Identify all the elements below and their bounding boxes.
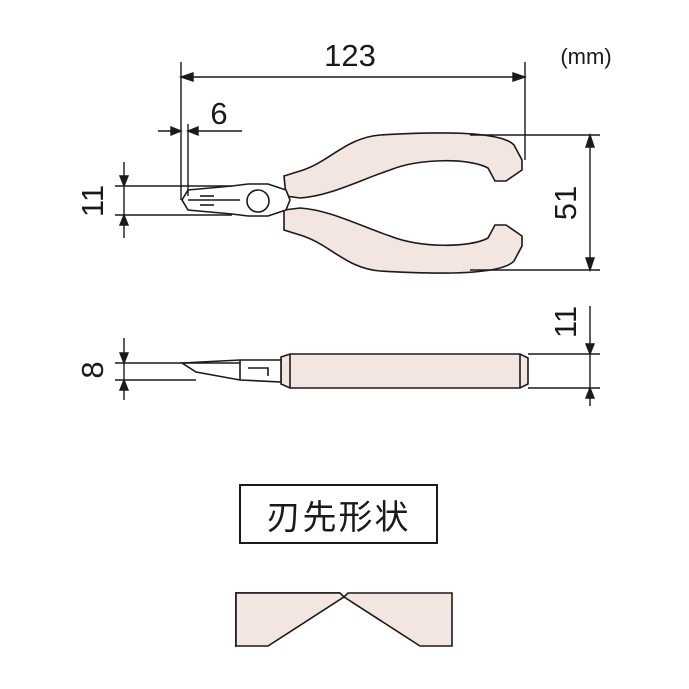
pivot-screw — [246, 189, 270, 213]
dim-total-length: 123 — [324, 38, 376, 73]
upper-handle-grip — [283, 132, 523, 199]
lower-handle-grip — [283, 207, 523, 274]
unit-label: (mm) — [560, 44, 611, 69]
dimension-lines-top — [115, 62, 600, 273]
dimension-lines-side — [115, 306, 600, 406]
dim-head-height: 11 — [75, 185, 110, 217]
dim-side-handle-thickness: 11 — [548, 306, 583, 338]
dim-handle-span: 51 — [548, 186, 583, 220]
side-handle-grip — [280, 353, 529, 389]
blade-profile — [235, 592, 453, 647]
blade-shape — [235, 592, 453, 648]
pliers-side-view — [179, 353, 529, 389]
pliers-top-view — [181, 132, 523, 274]
blade-shape-label: 刃先形状 — [239, 484, 438, 544]
dim-side-head-thickness: 8 — [75, 361, 110, 378]
dim-tip-width: 6 — [210, 96, 227, 131]
